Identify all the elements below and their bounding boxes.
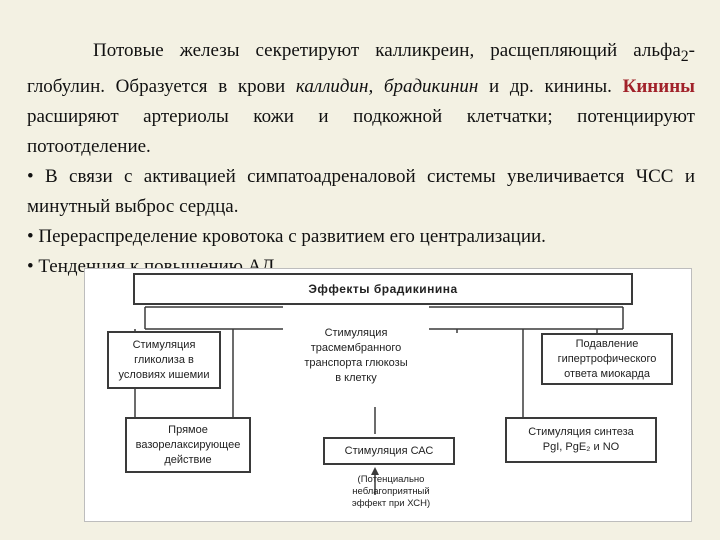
paragraph-text: и др. кинины. <box>478 75 623 97</box>
paragraph-text: расширяют артериолы кожи и подкожной кле… <box>27 105 695 157</box>
note-chf: (Потенциально неблагоприятный эффект при… <box>351 474 431 509</box>
paragraph-text: Потовые железы секретируют калликреин, р… <box>93 40 681 61</box>
box-glucose-transport: Стимуляция трасмембранного транспорта гл… <box>283 305 429 407</box>
subscript: 2 <box>680 47 689 65</box>
box-synthesis: Стимуляция синтеза PgI, PgE₂ и NO <box>505 417 657 463</box>
keyword-kinins: Кинины <box>622 75 695 97</box>
box-hypertrophy: Подавление гипертрофического ответа миок… <box>541 333 673 385</box>
paragraph-text: -глобулин. Образуется в крови <box>27 40 695 97</box>
diagram-title: Эффекты брадикинина <box>133 273 633 305</box>
intro-paragraph: Потовые железы секретируют калликреин, р… <box>27 36 695 162</box>
bradykinin-effects-diagram: Эффекты брадикинина Стимуляция гликолиза… <box>84 268 692 522</box>
box-vasorelaxation: Прямое вазорелаксирующее действие <box>125 417 251 473</box>
box-sas-stimulation: Стимуляция САС <box>323 437 455 465</box>
italic-terms: каллидин, брадикинин <box>295 75 479 97</box>
box-glycolysis: Стимуляция гликолиза в условиях ишемии <box>107 331 221 389</box>
bullet-item: • Перераспределение кровотока с развитие… <box>27 225 546 247</box>
bullet-item: • В связи с активацией симпатоадреналово… <box>27 165 695 217</box>
text-block: Потовые железы секретируют калликреин, р… <box>27 36 695 282</box>
